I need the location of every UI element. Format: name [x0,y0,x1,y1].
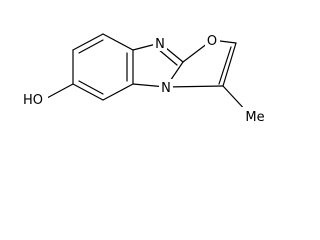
bond-benzene-2 [102,33,134,51]
molecule-structure: N O N HO Me [20,32,269,125]
atom-label-methyl: Me [245,110,264,125]
bond-c-oh [46,83,74,99]
methyl-group: Me [241,107,269,125]
bond-benzene-double-1 [78,39,104,54]
atom-label-n-bridge: N [161,81,171,96]
bond-ch-cme-double [218,46,232,85]
hydroxyl-group: HO [20,90,48,108]
bond-benzene-1 [72,33,104,51]
atom-label-o-ring: O [207,34,217,49]
bond-benzene-4 [102,83,134,101]
bond-n-upper-c2-double [157,48,178,66]
atom-label-n-upper: N [155,37,165,52]
bond-cme-n-bridge [165,85,224,88]
bond-benzene-5 [72,83,104,101]
bond-benzene-double-3 [78,80,104,95]
atom-label-hydroxyl: HO [23,93,43,108]
bond-ch-cme [222,42,237,87]
oxazole-ring [165,39,237,88]
benzene-ring [72,33,134,101]
atom-n-upper: N [153,35,167,52]
atom-o-ring: O [205,32,220,49]
atom-n-bridge: N [159,79,173,96]
